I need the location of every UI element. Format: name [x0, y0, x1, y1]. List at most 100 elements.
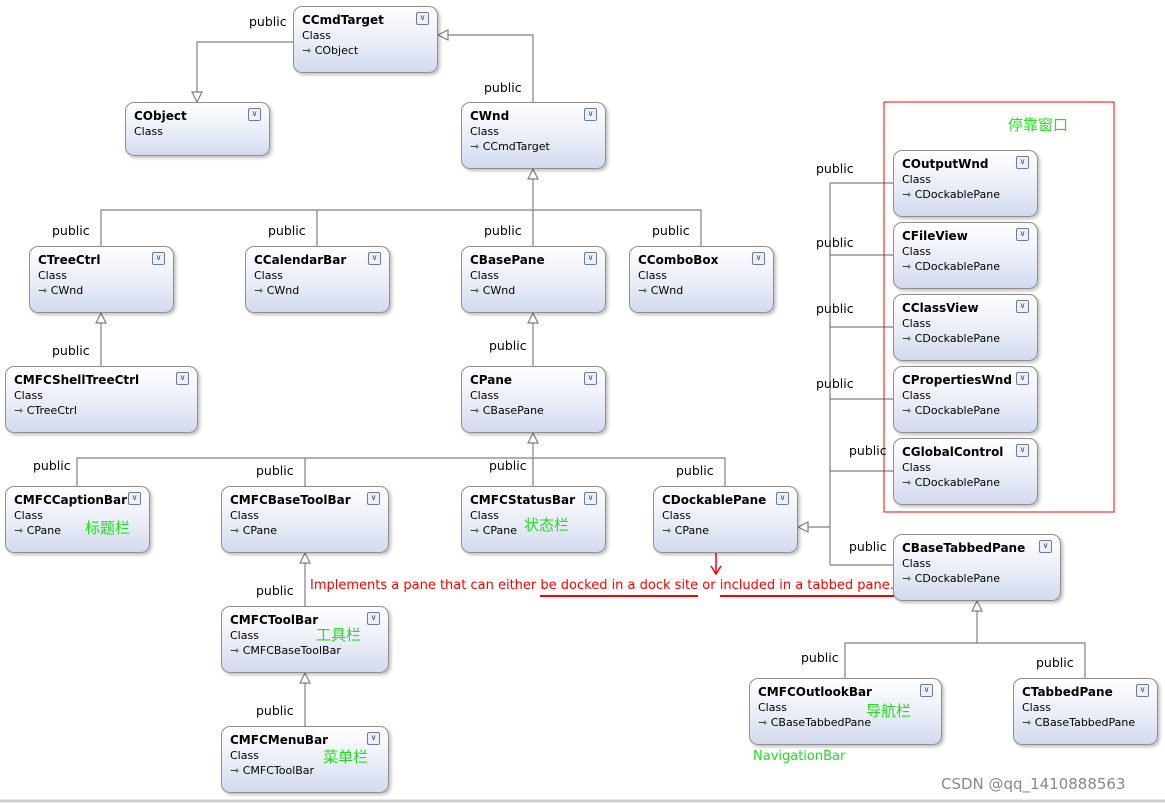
expand-collapse-icon[interactable]: ∨: [367, 492, 380, 505]
class-box-ctabbedpane[interactable]: CTabbedPane Class ⇾ CBaseTabbedPane ∨: [1013, 678, 1158, 745]
base-class: ⇾ CDockablePane: [902, 572, 1000, 585]
class-kind: Class: [38, 269, 67, 282]
class-name: CMFCShellTreeCtrl: [14, 373, 140, 387]
inheritance-label: public: [256, 463, 294, 478]
class-box-cfileview[interactable]: CFileView Class ⇾ CDockablePane ∨: [893, 222, 1038, 289]
class-name: CWnd: [470, 109, 510, 123]
base-class-name: CWnd: [50, 284, 84, 297]
class-kind: Class: [902, 317, 931, 330]
expand-collapse-icon[interactable]: ∨: [584, 108, 597, 121]
expand-collapse-icon[interactable]: ∨: [584, 492, 597, 505]
tool-bar-label: 工具栏: [316, 626, 362, 644]
expand-collapse-icon[interactable]: ∨: [368, 252, 381, 265]
inheritance-label: public: [816, 301, 854, 316]
base-class-name: CDockablePane: [914, 572, 1000, 585]
arrowhead: [527, 167, 539, 180]
class-name: CMFCBaseToolBar: [230, 493, 351, 507]
expand-collapse-icon[interactable]: ∨: [920, 684, 933, 697]
dockable-pane-note: Implements a pane that can either be doc…: [310, 578, 894, 597]
expand-collapse-icon[interactable]: ∨: [1039, 540, 1052, 553]
expand-collapse-icon[interactable]: ∨: [584, 372, 597, 385]
expand-collapse-icon[interactable]: ∨: [248, 108, 261, 121]
class-kind: Class: [470, 125, 499, 138]
class-box-cbasepane[interactable]: CBasePane Class ⇾ CWnd ∨: [461, 246, 606, 313]
expand-collapse-icon[interactable]: ∨: [1016, 300, 1029, 313]
expand-collapse-icon[interactable]: ∨: [1136, 684, 1149, 697]
base-class-name: CMFCBaseToolBar: [242, 644, 341, 657]
inheritance-label: public: [484, 223, 522, 238]
class-kind: Class: [902, 461, 931, 474]
arrowhead: [299, 551, 311, 564]
expand-collapse-icon[interactable]: ∨: [776, 492, 789, 505]
class-name: CCalendarBar: [254, 253, 347, 267]
class-box-cmfcmenubar[interactable]: CMFCMenuBar Class ⇾ CMFCToolBar ∨: [221, 726, 389, 793]
expand-collapse-icon[interactable]: ∨: [584, 252, 597, 265]
base-class: ⇾ CMFCToolBar: [230, 764, 315, 777]
nav-bar-en-label: NavigationBar: [753, 749, 846, 764]
base-class-name: CWnd: [482, 284, 516, 297]
class-box-ctreectrl[interactable]: CTreeCtrl Class ⇾ CWnd ∨: [29, 246, 174, 313]
class-box-cpane[interactable]: CPane Class ⇾ CBasePane ∨: [461, 366, 606, 433]
expand-collapse-icon[interactable]: ∨: [128, 492, 141, 505]
class-box-cmfcbasetoolbar[interactable]: CMFCBaseToolBar Class ⇾ CPane ∨: [221, 486, 389, 553]
base-class-name: CPane: [482, 524, 518, 537]
class-box-ccombobox[interactable]: CComboBox Class ⇾ CWnd ∨: [629, 246, 774, 313]
class-kind: Class: [902, 557, 931, 570]
base-class: ⇾ CWnd: [470, 284, 516, 297]
class-kind: Class: [254, 269, 283, 282]
expand-collapse-icon[interactable]: ∨: [1016, 228, 1029, 241]
expand-collapse-icon[interactable]: ∨: [152, 252, 165, 265]
class-box-cbasetabbedpane[interactable]: CBaseTabbedPane Class ⇾ CDockablePane ∨: [893, 534, 1061, 601]
base-class: ⇾ CPane: [14, 524, 62, 537]
class-name: CTabbedPane: [1022, 685, 1113, 699]
class-box-ccmdtarget[interactable]: CCmdTarget Class ⇾ CObject ∨: [293, 6, 438, 73]
class-kind: Class: [470, 509, 499, 522]
base-class: ⇾ CWnd: [38, 284, 84, 297]
base-class: ⇾ CBaseTabbedPane: [758, 716, 872, 729]
base-class: ⇾ CPane: [662, 524, 710, 537]
class-name: CComboBox: [638, 253, 719, 267]
base-class: ⇾ CPane: [470, 524, 518, 537]
base-class: ⇾ CTreeCtrl: [14, 404, 77, 417]
class-box-cobject[interactable]: CObject Class ∨: [125, 102, 270, 156]
class-name: CFileView: [902, 229, 968, 243]
class-box-cmfcshelltreectrl[interactable]: CMFCShellTreeCtrl Class ⇾ CTreeCtrl ∨: [5, 366, 198, 433]
class-box-cpropertieswnd[interactable]: CPropertiesWnd Class ⇾ CDockablePane ∨: [893, 366, 1038, 433]
caption-bar-label: 标题栏: [85, 519, 131, 537]
expand-collapse-icon[interactable]: ∨: [367, 612, 380, 625]
base-class-name: CPane: [26, 524, 62, 537]
base-class: ⇾ CDockablePane: [902, 260, 1000, 273]
class-box-cmfctoolbar[interactable]: CMFCToolBar Class ⇾ CMFCBaseToolBar ∨: [221, 606, 389, 673]
expand-collapse-icon[interactable]: ∨: [752, 252, 765, 265]
expand-collapse-icon[interactable]: ∨: [176, 372, 189, 385]
expand-collapse-icon[interactable]: ∨: [367, 732, 380, 745]
class-box-cglobalcontrol[interactable]: CGlobalControl Class ⇾ CDockablePane ∨: [893, 438, 1038, 505]
expand-collapse-icon[interactable]: ∨: [416, 12, 429, 25]
class-kind: Class: [902, 173, 931, 186]
inheritance-label: public: [52, 223, 90, 238]
note-text: or: [698, 578, 720, 593]
class-kind: Class: [470, 269, 499, 282]
class-box-cclassview[interactable]: CClassView Class ⇾ CDockablePane ∨: [893, 294, 1038, 361]
class-box-cmfcstatusbar[interactable]: CMFCStatusBar Class ⇾ CPane ∨: [461, 486, 606, 553]
class-box-ccalendarbar[interactable]: CCalendarBar Class ⇾ CWnd ∨: [245, 246, 390, 313]
class-box-cmfccaptionbar[interactable]: CMFCCaptionBar Class ⇾ CPane ∨: [5, 486, 150, 553]
base-class-name: CDockablePane: [914, 332, 1000, 345]
arrowhead: [971, 599, 983, 612]
class-box-coutputwnd[interactable]: COutputWnd Class ⇾ CDockablePane ∨: [893, 150, 1038, 217]
expand-collapse-icon[interactable]: ∨: [1016, 156, 1029, 169]
edge-ccmdtarget-cobject: [196, 41, 293, 96]
expand-collapse-icon[interactable]: ∨: [1016, 372, 1029, 385]
class-box-cdockablepane[interactable]: CDockablePane Class ⇾ CPane ∨: [653, 486, 798, 553]
class-name: CBasePane: [470, 253, 545, 267]
class-box-cwnd[interactable]: CWnd Class ⇾ CCmdTarget ∨: [461, 102, 606, 169]
expand-collapse-icon[interactable]: ∨: [1016, 444, 1029, 457]
watermark: CSDN @qq_1410888563: [941, 775, 1126, 793]
base-class-name: CDockablePane: [914, 260, 1000, 273]
note-arrow: [710, 553, 722, 576]
class-box-cmfcoutlookbar[interactable]: CMFCOutlookBar Class ⇾ CBaseTabbedPane ∨: [749, 678, 942, 745]
class-kind: Class: [1022, 701, 1051, 714]
base-class: ⇾ CCmdTarget: [470, 140, 550, 153]
